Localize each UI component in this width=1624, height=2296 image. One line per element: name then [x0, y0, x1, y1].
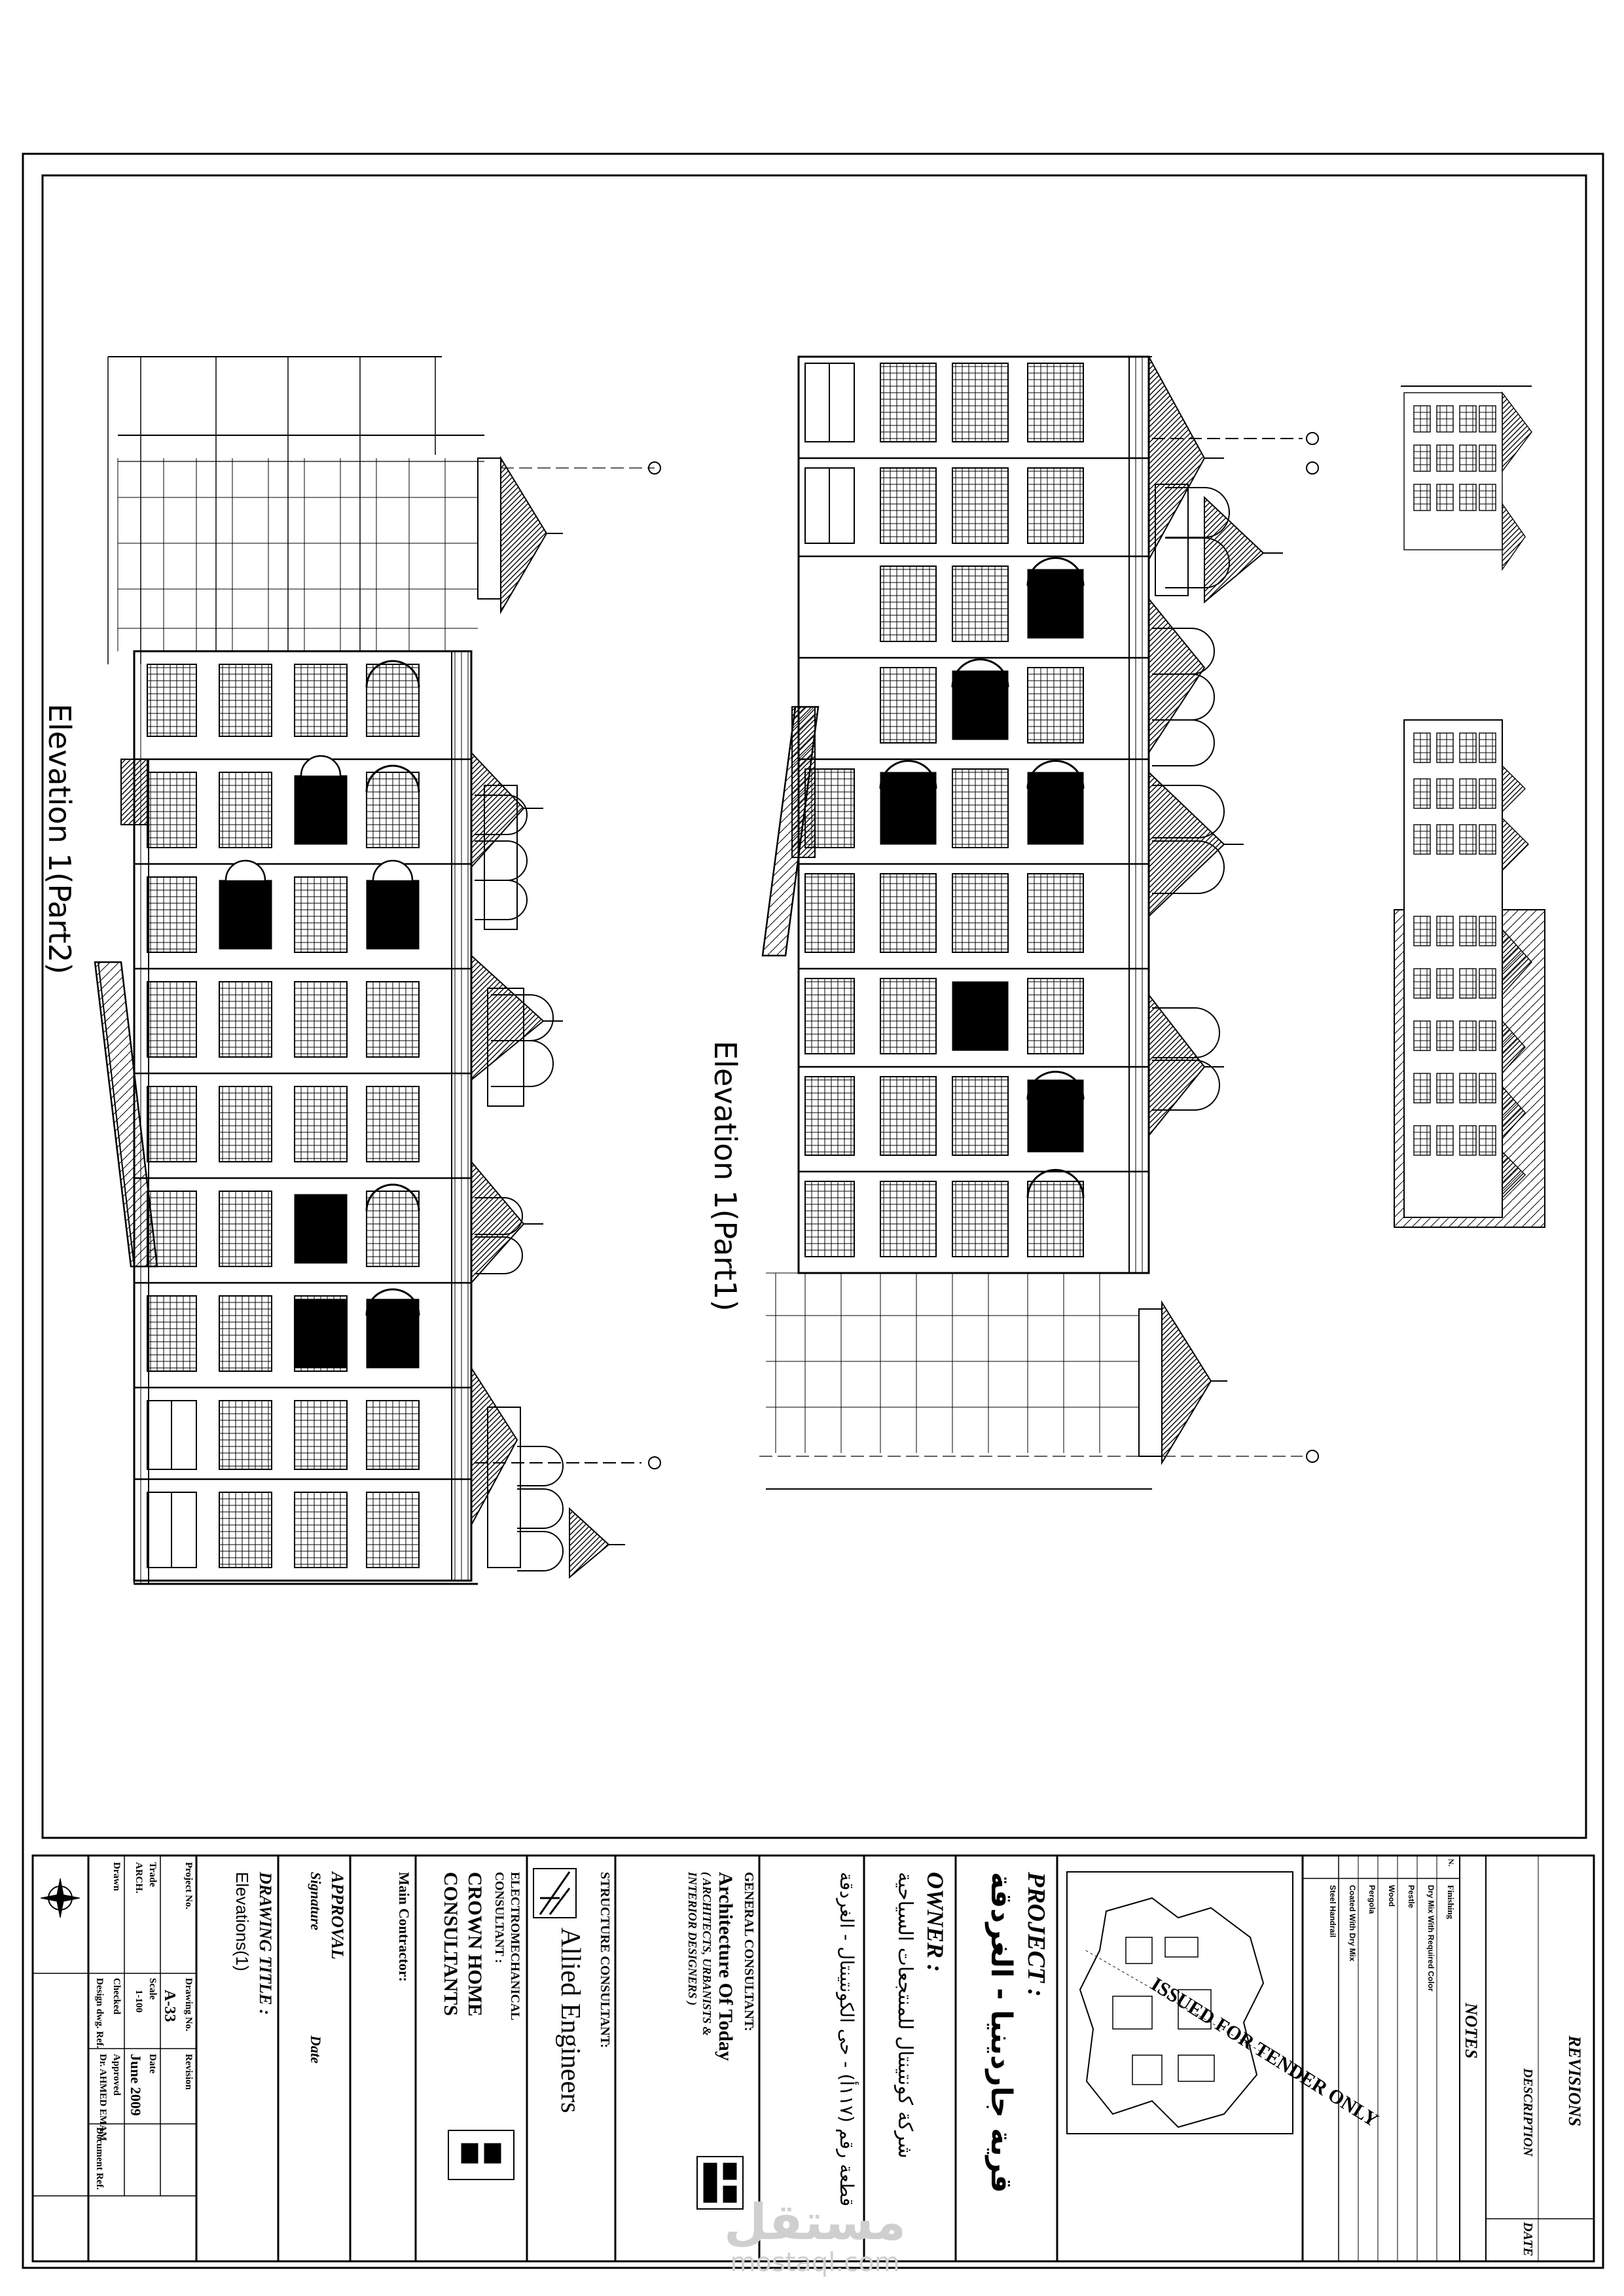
structure-consultant-label: STRUCTURE CONSULTANT: — [598, 1872, 612, 2049]
date-value: June 2009 — [128, 2054, 144, 2116]
notes-title: NOTES — [1462, 2003, 1481, 2059]
notes-item: Pergola — [1367, 1885, 1377, 1914]
approval-date-label: Date — [308, 2036, 324, 2064]
checked-label: Checked — [111, 1978, 122, 2015]
project-name: قرية جاردينيا - الغردقة — [984, 1872, 1018, 2193]
general-consultant-line2: INTERIOR DESIGNERS ) — [686, 1872, 699, 2006]
elevation-part2-drawing — [94, 356, 661, 1585]
notes-header-no: N. — [1447, 1859, 1456, 1867]
small-elevation-drawing — [1394, 386, 1545, 1228]
document-ref-label: Document Ref. — [94, 2127, 105, 2190]
electromechanical-consultant-label: ELECTROMECHANICAL CONSULTANT : — [492, 1872, 522, 2020]
revisions-description-label: DESCRIPTION — [1521, 2068, 1535, 2157]
outer-border — [22, 152, 1604, 2269]
owner-name: شركة كونتينتال للمنتجعات السياحية — [893, 1872, 916, 2159]
notes-item: Steel Handrail — [1328, 1885, 1337, 1938]
project-label: PROJECT : — [1022, 1872, 1050, 1998]
elevation-part2-title: Elevation 1(Part2) — [42, 704, 77, 975]
general-consultant-label: GENERAL CONSULTANT: — [742, 1872, 756, 2032]
design-ref-label: Design dwg. Ref. — [94, 1978, 105, 2049]
revisions-title: REVISIONS — [1565, 2036, 1584, 2126]
notes-header-desc: Finishing — [1446, 1885, 1456, 1920]
electromechanical-consultant-name-1: CROWN HOME — [464, 1872, 486, 2017]
drawing-no-label: Drawing No. — [183, 1978, 194, 2032]
notes-item: Coated With Dry Mix — [1348, 1885, 1357, 1962]
structure-consultant-name: Allied Engineers — [555, 1928, 585, 2113]
electromechanical-consultant-name-2: CONSULTANTS — [440, 1872, 461, 2017]
general-consultant-line1: ( ARCHITECTS, URBANISTS & — [700, 1872, 713, 2036]
drawing-title-value: Elevations(1) — [232, 1872, 252, 1971]
title-block — [31, 1854, 1595, 2263]
drawing-frame — [41, 174, 1587, 1839]
approved-label: Approved — [111, 2054, 122, 2096]
notes-item: Wood — [1387, 1885, 1396, 1907]
main-contractor-label: Main Contractor: — [396, 1872, 412, 1982]
approval-title: APPROVAL — [328, 1872, 347, 1960]
scale-value: 1-100 — [134, 1990, 144, 2013]
watermark-arabic: مستقل — [724, 2193, 906, 2251]
drawing-no: A-33 — [161, 1990, 178, 2022]
owner-label: OWNER : — [922, 1872, 948, 1973]
notes-item: Dry Mix With Required Color — [1426, 1885, 1435, 1992]
watermark-url: mostaql.com — [730, 2248, 900, 2278]
trade-label: Trade — [147, 1862, 158, 1888]
drawing-title-label: DRAWING TITLE : — [256, 1872, 275, 2015]
date-label: Date — [147, 2054, 158, 2073]
revisions-date-label: DATE — [1521, 2222, 1535, 2257]
owner-sub: قطعة رقم (١١٧أ) - حى الكونتينتال - الغرد… — [836, 1872, 857, 2207]
approval-signature-label: Signature — [308, 1872, 324, 1931]
general-consultant-name: Architecture Of Today — [715, 1872, 736, 2061]
project-no-label: Project No. — [183, 1862, 194, 1910]
scale-label: Scale — [147, 1978, 158, 2000]
elevation-part1-drawing — [759, 355, 1319, 1490]
elevation-part1-title: Elevation 1(Part1) — [708, 1041, 743, 1312]
notes-item: Pestle — [1407, 1885, 1416, 1909]
watermark: مستقل mostaql.com — [710, 2193, 920, 2278]
revision-label: Revision — [183, 2054, 194, 2090]
drawn-label: Drawn — [111, 1862, 122, 1892]
trade-value: ARCH. — [134, 1862, 144, 1893]
